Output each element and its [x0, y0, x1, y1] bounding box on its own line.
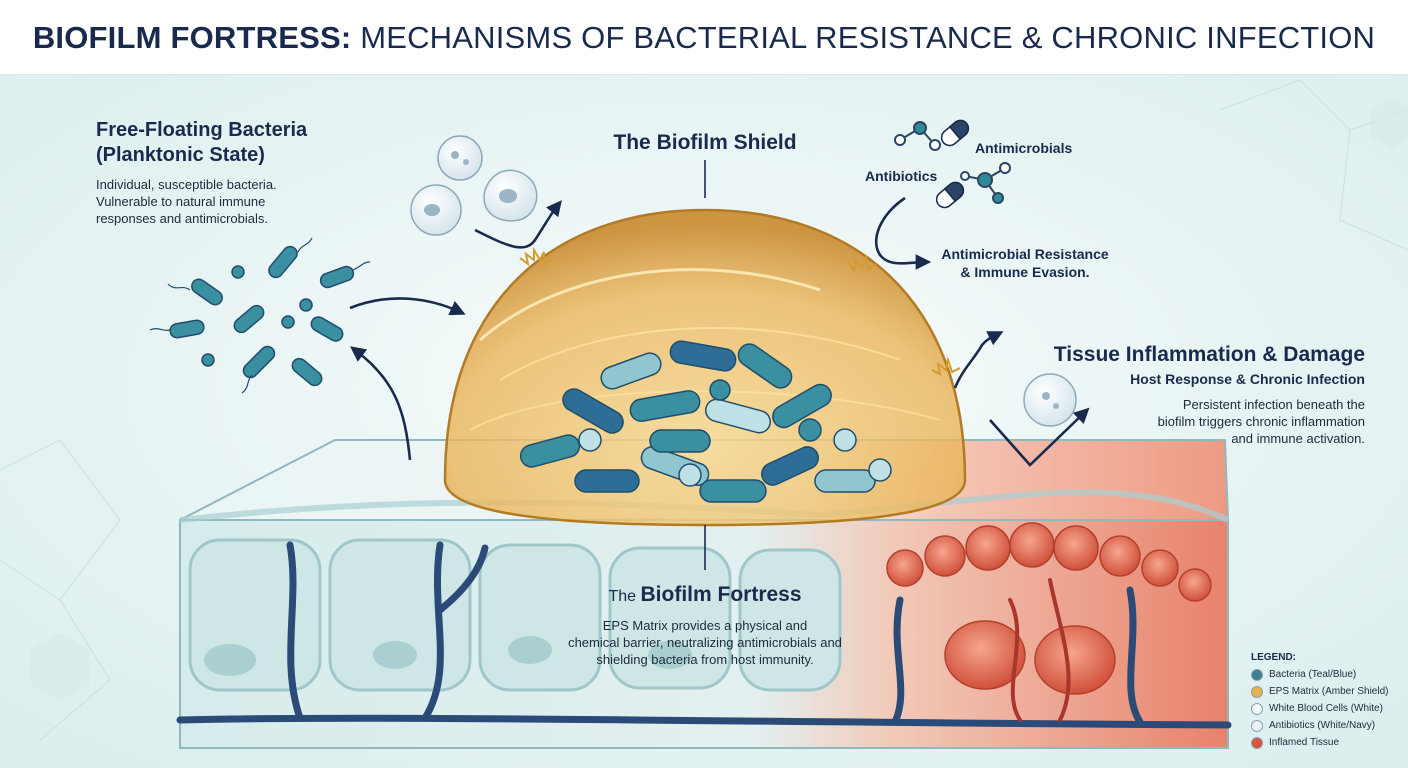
background-network-lines: [0, 79, 1408, 741]
resistance-line2: & Immune Evasion.: [960, 264, 1090, 280]
legend-swatch: [1251, 719, 1263, 732]
biofilm-bacteria-cluster: [519, 340, 892, 503]
tissue-description: Persistent infection beneath the biofilm…: [1110, 396, 1365, 447]
legend-swatch: [1251, 702, 1263, 715]
fortress-desc-line1: EPS Matrix provides a physical and: [602, 618, 808, 633]
antibiotics-label: Antibiotics: [865, 168, 938, 184]
planktonic-description: Individual, susceptible bacteria. Vulner…: [96, 176, 356, 227]
process-arrows: [349, 196, 1090, 467]
legend-label: Antibiotics (White/Navy): [1269, 720, 1376, 731]
legend-item-bacteria: Bacteria (Teal/Blue): [1251, 666, 1401, 683]
antimicrobials-label: Antimicrobials: [975, 140, 1073, 156]
legend-item-antibiotics: Antibiotics (White/Navy): [1251, 717, 1401, 734]
planktonic-heading-line1: Free-Floating Bacteria: [96, 119, 308, 141]
background-hexagons: [30, 97, 1408, 701]
legend-swatch: [1251, 736, 1263, 749]
impact-bursts: [519, 246, 961, 376]
planktonic-bacteria: [169, 245, 355, 387]
fortress-heading-main: Biofilm Fortress: [640, 583, 802, 606]
antibiotic-capsules: [935, 119, 970, 209]
bacteria-flagella: [149, 237, 371, 394]
tissue-desc-line2: biofilm triggers chronic inflammation: [1157, 414, 1365, 429]
legend-item-white-blood-cells: White Blood Cells (White): [1251, 700, 1401, 717]
fortress-description: EPS Matrix provides a physical and chemi…: [545, 617, 865, 668]
legend-label: White Blood Cells (White): [1269, 703, 1383, 714]
wbc-nuclei: [424, 151, 1059, 409]
legend-swatch: [1251, 668, 1263, 681]
title-rest: MECHANISMS OF BACTERIAL RESISTANCE & CHR…: [351, 20, 1376, 55]
resistance-label: Antimicrobial Resistance & Immune Evasio…: [915, 245, 1135, 281]
fortress-heading: The Biofilm Fortress: [560, 583, 850, 607]
inflamed-cells: [886, 522, 1212, 695]
fortress-heading-prefix: The: [608, 588, 637, 605]
fortress-desc-line2: chemical barrier, neutralizing antimicro…: [568, 635, 842, 650]
tissue-desc-line1: Persistent infection beneath the: [1182, 397, 1365, 412]
legend-label: Inflamed Tissue: [1269, 737, 1340, 748]
tissue-subheading: Host Response & Chronic Infection: [1130, 371, 1365, 387]
tissue-desc-line3: and immune activation.: [1231, 431, 1365, 446]
healthy-nuclei: [204, 636, 692, 676]
tissue-heading: Tissue Inflammation & Damage: [1053, 343, 1365, 366]
planktonic-heading: Free-Floating Bacteria (Planktonic State…: [96, 118, 396, 168]
header-bar: BIOFILM FORTRESS: MECHANISMS OF BACTERIA…: [0, 0, 1408, 75]
legend-item-inflamed-tissue: Inflamed Tissue: [1251, 734, 1401, 751]
antibiotic-molecules: [894, 121, 1011, 204]
legend-swatch: [1251, 685, 1263, 698]
inflamed-vessels: [1008, 578, 1071, 722]
planktonic-desc-line3: responses and antimicrobials.: [96, 211, 268, 226]
page-title: BIOFILM FORTRESS: MECHANISMS OF BACTERIA…: [0, 20, 1408, 56]
planktonic-desc-line2: Vulnerable to natural immune: [96, 194, 266, 209]
blood-vessels: [176, 541, 1232, 729]
resistance-line1: Antimicrobial Resistance: [941, 246, 1109, 262]
legend-label: EPS Matrix (Amber Shield): [1269, 686, 1389, 697]
planktonic-desc-line1: Individual, susceptible bacteria.: [96, 177, 277, 192]
title-bold: BIOFILM FORTRESS:: [32, 20, 352, 55]
legend: LEGEND: Bacteria (Teal/Blue) EPS Matrix …: [1251, 652, 1401, 751]
shield-heading: The Biofilm Shield: [613, 131, 797, 154]
legend-label: Bacteria (Teal/Blue): [1269, 669, 1357, 680]
fortress-desc-line3: shielding bacteria from host immunity.: [596, 652, 814, 667]
legend-item-eps-matrix: EPS Matrix (Amber Shield): [1251, 683, 1401, 700]
planktonic-heading-line2: (Planktonic State): [96, 144, 265, 166]
legend-title: LEGEND:: [1251, 652, 1296, 663]
